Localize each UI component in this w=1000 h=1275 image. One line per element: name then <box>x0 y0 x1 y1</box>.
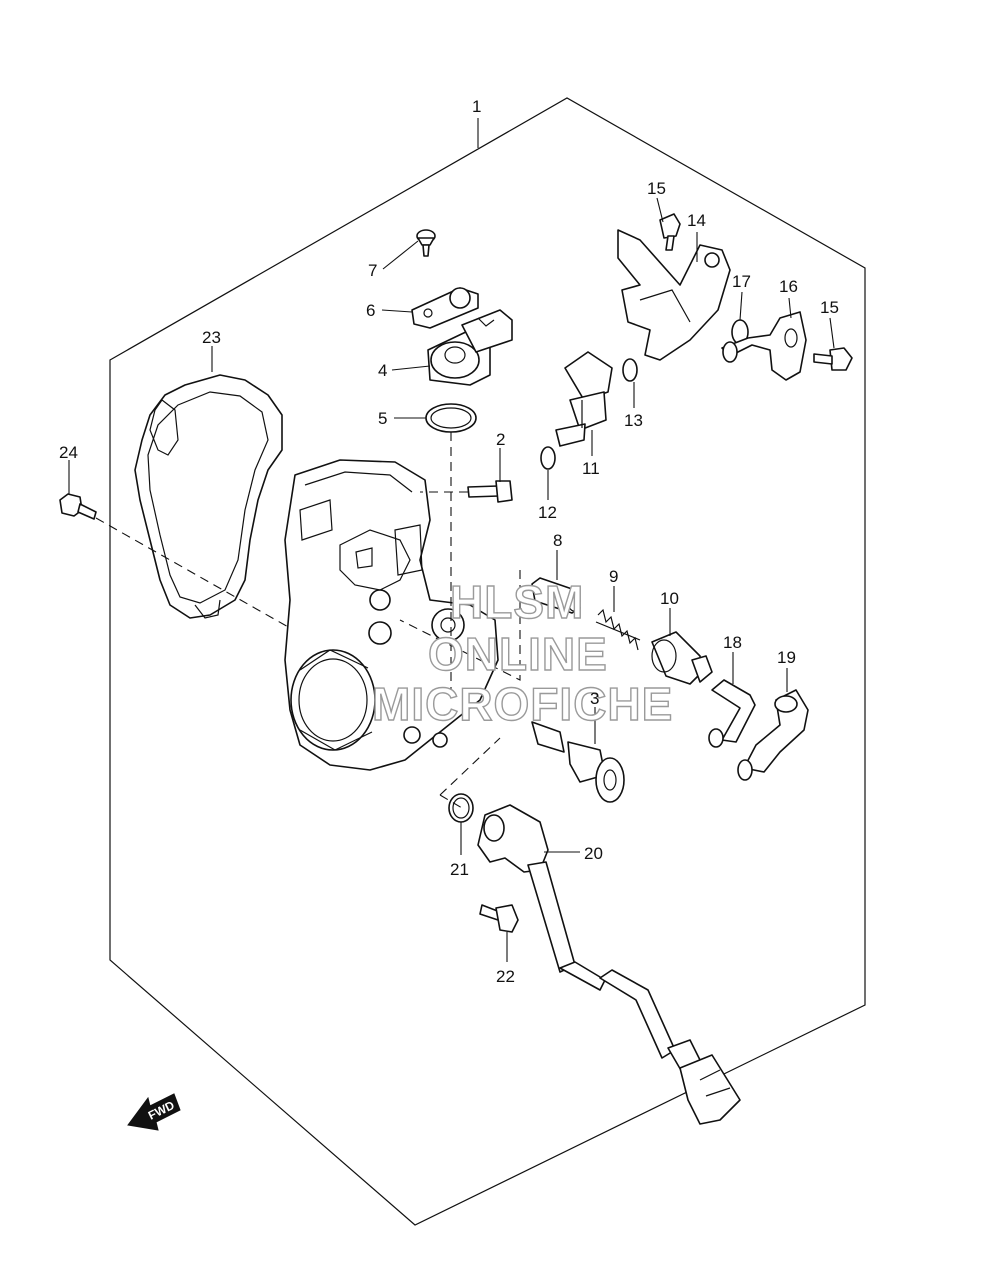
watermark-line-2: ONLINE <box>428 628 608 680</box>
part-13-o-ring[interactable] <box>622 358 638 382</box>
part-15-bolt-right[interactable] <box>813 347 853 371</box>
watermark: HLSM ONLINE MICROFICHE <box>371 575 673 730</box>
part-16-fitting[interactable] <box>721 311 807 381</box>
watermark-line-3: MICROFICHE <box>372 678 673 730</box>
part-11-injector[interactable] <box>555 351 613 447</box>
callout-4: 4 <box>378 361 387 380</box>
part-5-o-ring[interactable] <box>425 403 477 433</box>
part-4-sensor[interactable] <box>427 309 513 386</box>
part-6-plate[interactable] <box>411 287 479 329</box>
callout-16: 16 <box>779 277 798 296</box>
part-8-sleeve[interactable] <box>531 577 581 614</box>
callout-3: 3 <box>590 689 599 708</box>
part-14-bracket[interactable] <box>617 229 731 361</box>
callout-7: 7 <box>368 261 377 280</box>
callout-17: 17 <box>732 272 751 291</box>
callout-6: 6 <box>366 301 375 320</box>
callout-2: 2 <box>496 430 505 449</box>
callout-labels: 1 2 3 4 5 6 7 8 9 10 11 12 13 14 15 15 1… <box>59 97 839 986</box>
assembly-boundary <box>109 97 866 1226</box>
callout-10: 10 <box>660 589 679 608</box>
callout-23: 23 <box>202 328 221 347</box>
throttle-body[interactable] <box>284 459 499 771</box>
assembly-dash-lines <box>95 432 521 809</box>
part-21-o-ring[interactable] <box>448 793 474 823</box>
callout-13: 13 <box>624 411 643 430</box>
part-18-hose[interactable] <box>708 679 756 748</box>
part-10-adjuster[interactable] <box>651 631 713 685</box>
callout-12: 12 <box>538 503 557 522</box>
part-9-spring[interactable] <box>595 608 641 651</box>
part-20-sensor-harness[interactable] <box>477 804 741 1125</box>
callout-20: 20 <box>584 844 603 863</box>
part-12-o-ring[interactable] <box>540 446 556 470</box>
part-22-bolt[interactable] <box>479 904 519 933</box>
part-19-elbow[interactable] <box>737 689 809 781</box>
part-15-bolt-top[interactable] <box>659 213 681 251</box>
callout-15b: 15 <box>820 298 839 317</box>
part-24-bolt[interactable] <box>59 493 97 520</box>
part-2-screw[interactable] <box>467 480 513 503</box>
forward-arrow-icon: FWD <box>127 1093 181 1131</box>
callout-19: 19 <box>777 648 796 667</box>
callout-21: 21 <box>450 860 469 879</box>
callout-24: 24 <box>59 443 78 462</box>
part-7-screw[interactable] <box>416 229 436 257</box>
callout-15a: 15 <box>647 179 666 198</box>
watermark-line-1: HLSM <box>450 576 584 628</box>
part-23-cover[interactable] <box>134 374 283 619</box>
callout-5: 5 <box>378 409 387 428</box>
part-3-idle-screw[interactable] <box>531 721 625 803</box>
callout-18: 18 <box>723 633 742 652</box>
callout-8: 8 <box>553 531 562 550</box>
callout-22: 22 <box>496 967 515 986</box>
callout-9: 9 <box>609 567 618 586</box>
callout-1: 1 <box>472 97 481 116</box>
leader-lines <box>68 118 835 962</box>
callout-11: 11 <box>582 459 600 478</box>
callout-14: 14 <box>687 211 706 230</box>
